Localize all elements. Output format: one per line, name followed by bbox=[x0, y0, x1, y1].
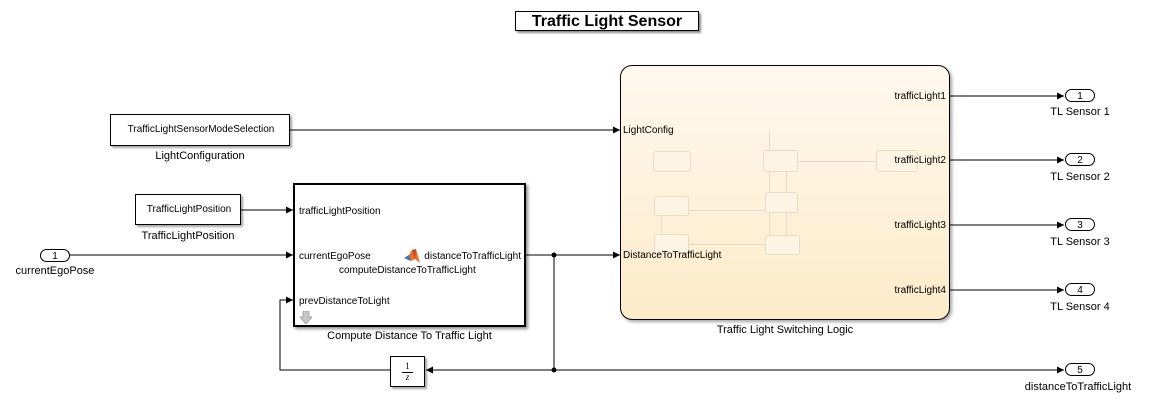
port-distance-in: DistanceToTrafficLight bbox=[623, 250, 722, 261]
port-traffic-light-position: trafficLightPosition bbox=[299, 206, 381, 217]
port-light-config: LightConfig bbox=[623, 125, 674, 136]
port-traffic-light-1: trafficLight1 bbox=[894, 91, 946, 102]
wire-delay-feedback bbox=[279, 296, 390, 371]
outport-3-label: TL Sensor 3 bbox=[1050, 236, 1110, 248]
outport-2-label: TL Sensor 2 bbox=[1050, 171, 1110, 183]
compute-distance-block[interactable]: trafficLightPosition currentEgoPose prev… bbox=[293, 183, 526, 327]
chart-connector bbox=[786, 172, 787, 192]
light-position-block[interactable]: TrafficLightPosition bbox=[135, 194, 241, 225]
port-traffic-light-3: trafficLight3 bbox=[894, 220, 946, 231]
matlab-logo-icon bbox=[404, 249, 420, 263]
delay-numerator: 1 bbox=[405, 361, 410, 371]
chart-connector bbox=[687, 210, 765, 211]
down-arrow-icon bbox=[300, 311, 312, 324]
chart-connector bbox=[687, 244, 765, 245]
chart-state bbox=[654, 234, 689, 254]
outport-5-label: distanceToTrafficLight bbox=[1024, 381, 1132, 393]
chart-state bbox=[765, 235, 800, 255]
chart-state bbox=[765, 192, 798, 213]
unit-delay-block[interactable]: 1 z bbox=[390, 356, 425, 387]
chart-state bbox=[653, 151, 691, 172]
port-current-ego-pose: currentEgoPose bbox=[299, 251, 371, 262]
function-name: computeDistanceToTrafficLight bbox=[339, 265, 476, 276]
outport-5[interactable]: 5 bbox=[1065, 363, 1095, 376]
inport-1[interactable]: 1 bbox=[40, 249, 70, 262]
outport-2[interactable]: 2 bbox=[1065, 153, 1095, 166]
outport-4-label: TL Sensor 4 bbox=[1050, 301, 1110, 313]
mode-selection-caption: LightConfiguration bbox=[155, 150, 245, 162]
mode-selection-text: TrafficLightSensorModeSelection bbox=[127, 124, 275, 135]
delay-fraction-bar bbox=[402, 372, 413, 373]
mode-selection-block[interactable]: TrafficLightSensorModeSelection bbox=[110, 114, 290, 146]
outport-1[interactable]: 1 bbox=[1065, 89, 1095, 102]
port-prev-distance: prevDistanceToLight bbox=[299, 296, 390, 307]
delay-denominator: z bbox=[405, 372, 410, 382]
branch-point bbox=[551, 367, 557, 373]
chart-connector bbox=[786, 213, 787, 235]
light-position-text: TrafficLightPosition bbox=[146, 204, 232, 215]
chart-state bbox=[763, 150, 798, 172]
outport-1-label: TL Sensor 1 bbox=[1050, 106, 1110, 118]
chart-connector bbox=[661, 196, 662, 244]
chart-state bbox=[876, 150, 918, 172]
branch-point bbox=[551, 252, 557, 258]
chart-connector bbox=[769, 132, 770, 250]
port-traffic-light-2: trafficLight2 bbox=[894, 155, 946, 166]
inport-1-label: currentEgoPose bbox=[15, 265, 95, 277]
port-traffic-light-4: trafficLight4 bbox=[894, 285, 946, 296]
switching-logic-chart[interactable]: LightConfig DistanceToTrafficLight traff… bbox=[620, 65, 950, 320]
diagram-title: Traffic Light Sensor bbox=[515, 11, 699, 31]
switching-logic-caption: Traffic Light Switching Logic bbox=[716, 324, 854, 336]
port-distance-out: distanceToTrafficLight bbox=[424, 251, 521, 262]
compute-caption: Compute Distance To Traffic Light bbox=[327, 330, 492, 342]
chart-connector bbox=[797, 161, 877, 162]
outport-4[interactable]: 4 bbox=[1065, 283, 1095, 296]
outport-3[interactable]: 3 bbox=[1065, 218, 1095, 231]
chart-state bbox=[654, 196, 689, 216]
light-position-caption: TrafficLightPosition bbox=[141, 230, 235, 242]
